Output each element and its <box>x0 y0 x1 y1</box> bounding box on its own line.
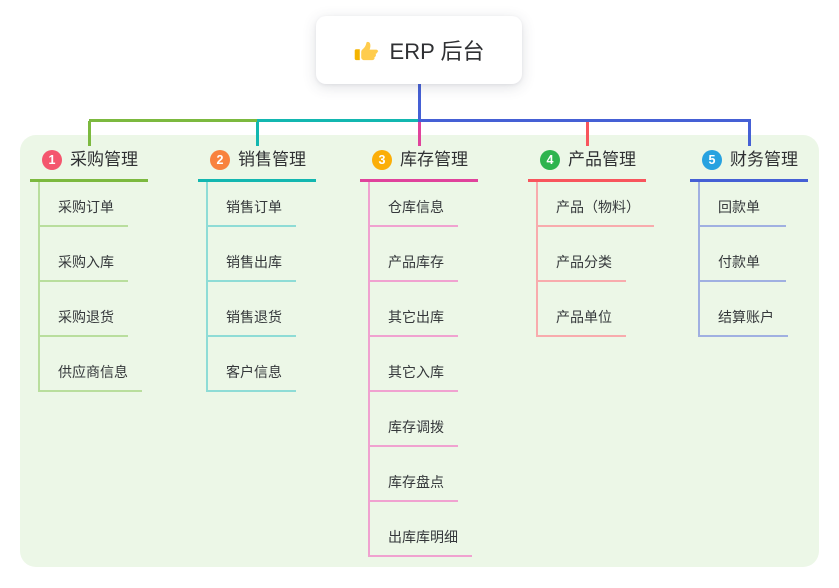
mindmap-item[interactable]: 采购退货 <box>40 282 128 337</box>
mindmap-item[interactable]: 产品（物料） <box>538 182 654 227</box>
rail-segment-teal <box>257 119 419 122</box>
branch-title: 采购管理 <box>70 150 138 169</box>
branch-node[interactable]: 1 采购管理 <box>30 149 148 182</box>
thumbs-up-icon <box>354 37 380 63</box>
mindmap-item[interactable]: 采购订单 <box>40 182 128 227</box>
branches-panel <box>20 135 819 567</box>
branch-node[interactable]: 5 财务管理 <box>690 149 808 182</box>
branch-number-badge: 4 <box>540 150 560 170</box>
branch-items: 采购订单采购入库采购退货供应商信息 <box>38 182 148 392</box>
branch-产品管理: 4 产品管理 产品（物料）产品分类产品单位 <box>528 149 654 337</box>
branch-number-badge: 1 <box>42 150 62 170</box>
branch-drop-line <box>417 121 421 146</box>
branch-node[interactable]: 3 库存管理 <box>360 149 478 182</box>
branch-number-badge: 2 <box>210 150 230 170</box>
root-stem-line <box>417 84 421 122</box>
branch-采购管理: 1 采购管理 采购订单采购入库采购退货供应商信息 <box>30 149 148 392</box>
mindmap-item[interactable]: 结算账户 <box>700 282 788 337</box>
mindmap-item[interactable]: 回款单 <box>700 182 786 227</box>
branch-title: 财务管理 <box>730 150 798 169</box>
mindmap-item[interactable]: 其它入库 <box>370 337 458 392</box>
branch-财务管理: 5 财务管理 回款单付款单结算账户 <box>690 149 808 337</box>
branch-drop-line <box>87 121 91 146</box>
mindmap-item[interactable]: 仓库信息 <box>370 182 458 227</box>
branch-number-badge: 3 <box>372 150 392 170</box>
branch-drop-line <box>747 121 751 146</box>
branch-title: 产品管理 <box>568 150 636 169</box>
branch-items: 产品（物料）产品分类产品单位 <box>536 182 654 337</box>
branch-items: 回款单付款单结算账户 <box>698 182 808 337</box>
branch-title: 库存管理 <box>400 150 468 169</box>
branch-number-badge: 5 <box>702 150 722 170</box>
mindmap-item[interactable]: 其它出库 <box>370 282 458 337</box>
mindmap-item[interactable]: 产品分类 <box>538 227 626 282</box>
root-title: ERP 后台 <box>389 39 485 64</box>
mindmap-item[interactable]: 采购入库 <box>40 227 128 282</box>
mindmap-item[interactable]: 客户信息 <box>208 337 296 392</box>
mindmap-item[interactable]: 销售出库 <box>208 227 296 282</box>
root-node[interactable]: ERP 后台 <box>316 16 522 84</box>
branch-drop-line <box>585 121 589 146</box>
rail-segment-blue <box>419 119 751 122</box>
branch-title: 销售管理 <box>238 150 306 169</box>
branch-销售管理: 2 销售管理 销售订单销售出库销售退货客户信息 <box>198 149 316 392</box>
mindmap-item[interactable]: 产品单位 <box>538 282 626 337</box>
mindmap-item[interactable]: 供应商信息 <box>40 337 142 392</box>
branch-drop-line <box>255 121 259 146</box>
mindmap-item[interactable]: 库存盘点 <box>370 447 458 502</box>
mindmap-item[interactable]: 销售订单 <box>208 182 296 227</box>
mindmap-item[interactable]: 销售退货 <box>208 282 296 337</box>
mindmap-item[interactable]: 付款单 <box>700 227 786 282</box>
branch-node[interactable]: 4 产品管理 <box>528 149 646 182</box>
branch-items: 仓库信息产品库存其它出库其它入库库存调拨库存盘点出库库明细 <box>368 182 478 557</box>
mindmap-item[interactable]: 出库库明细 <box>370 502 472 557</box>
branch-库存管理: 3 库存管理 仓库信息产品库存其它出库其它入库库存调拨库存盘点出库库明细 <box>360 149 478 557</box>
mindmap-item[interactable]: 库存调拨 <box>370 392 458 447</box>
branch-items: 销售订单销售出库销售退货客户信息 <box>206 182 316 392</box>
branch-node[interactable]: 2 销售管理 <box>198 149 316 182</box>
rail-segment-green <box>89 119 257 122</box>
mindmap-item[interactable]: 产品库存 <box>370 227 458 282</box>
